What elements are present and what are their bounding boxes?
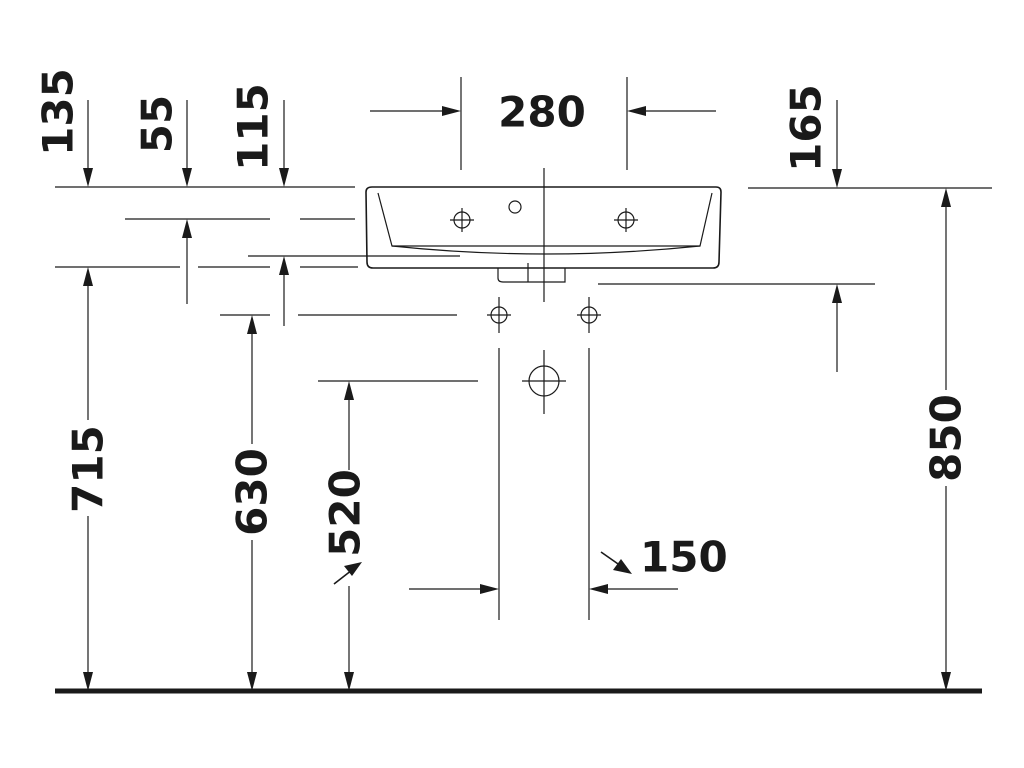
dimension-label-115: 115 xyxy=(229,83,278,171)
dimension-520: 520 xyxy=(321,381,370,691)
washbasin-inner-bowl xyxy=(377,192,713,247)
dimension-label-150: 150 xyxy=(640,533,728,582)
dimension-label-520: 520 xyxy=(321,469,370,557)
dimension-label-850: 850 xyxy=(922,394,971,482)
leader-arrow-520-icon xyxy=(333,562,362,585)
supply-connection-right-icon xyxy=(577,297,601,333)
washbasin xyxy=(365,168,722,302)
supply-connection-left-icon xyxy=(487,297,511,333)
dimension-135: 135 xyxy=(34,68,93,187)
dimension-label-630: 630 xyxy=(228,448,277,536)
leader-arrow-150-icon xyxy=(600,551,632,574)
dimension-label-280: 280 xyxy=(498,88,586,137)
dimension-label-135: 135 xyxy=(34,68,83,156)
dimension-label-715: 715 xyxy=(64,425,113,513)
dimension-115: 115 xyxy=(229,83,289,326)
drain-outlet xyxy=(497,268,566,283)
tap-hole-left-icon xyxy=(450,208,474,232)
dimension-label-165: 165 xyxy=(782,84,831,172)
dimension-150: 150 xyxy=(409,533,728,594)
dimension-55: 55 xyxy=(133,95,192,304)
washbasin-rim-curve xyxy=(391,245,701,255)
overflow-hole-icon xyxy=(508,200,522,214)
washbasin-outline xyxy=(365,186,722,269)
dimension-label-55: 55 xyxy=(133,95,182,153)
dimension-850: 850 xyxy=(922,188,971,691)
dimension-280: 280 xyxy=(370,77,716,170)
tap-hole-right-icon xyxy=(614,208,638,232)
dimension-630: 630 xyxy=(228,315,277,691)
dimension-715: 715 xyxy=(64,267,113,691)
waste-connection-icon xyxy=(522,350,566,414)
dimension-165: 165 xyxy=(782,84,842,372)
